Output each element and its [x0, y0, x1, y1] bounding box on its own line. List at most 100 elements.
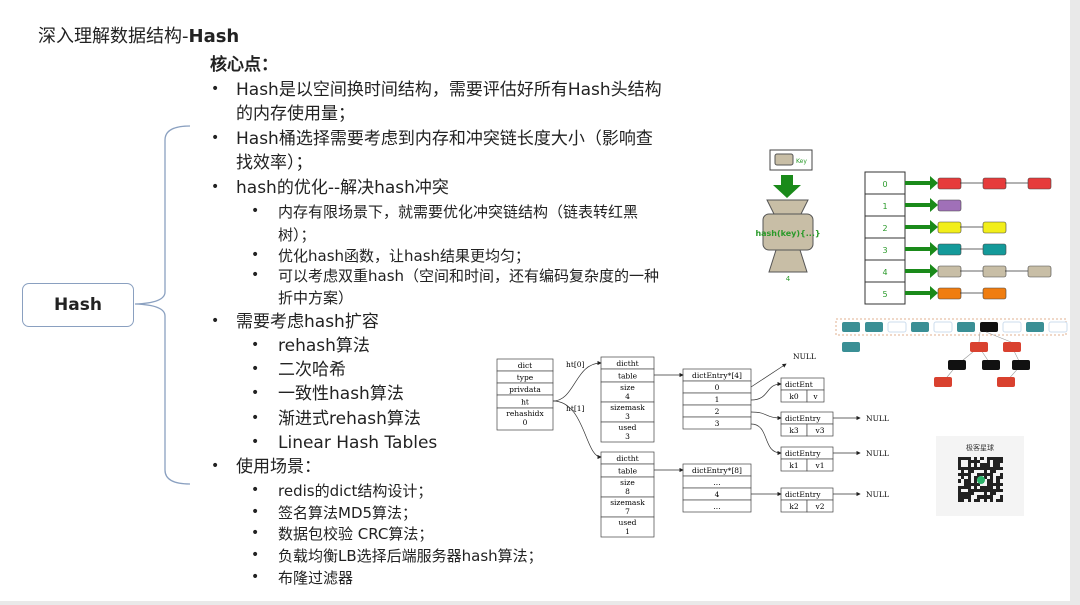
chain-node — [937, 243, 962, 256]
field-label: ... — [713, 478, 720, 487]
bucket-index: 1 — [882, 202, 887, 211]
qr-card: 极客星球 — [936, 436, 1024, 516]
root-node-hash: Hash — [22, 283, 134, 327]
bucket-node — [842, 322, 860, 332]
dict-entry-title: dictEntry — [785, 414, 821, 423]
bucket-node — [980, 322, 998, 332]
field-label: 0 — [715, 383, 720, 392]
chain-node — [937, 287, 962, 300]
dict-entry-title: dictEnt — [785, 380, 813, 389]
bucket-node — [887, 321, 907, 333]
field-label: dictht — [616, 359, 638, 368]
field-label: type — [517, 373, 534, 382]
field-label: table — [618, 372, 638, 381]
bullet-icon: • — [251, 361, 260, 377]
arrow-icon — [905, 264, 938, 278]
entry-value: v2 — [814, 502, 824, 511]
bullet-icon: • — [211, 458, 220, 474]
bullet-icon: • — [211, 313, 220, 329]
bucket-node — [933, 321, 953, 333]
bucket-index: 0 — [882, 180, 887, 189]
chain-node — [982, 221, 1007, 234]
title-prefix: 深入理解数据结构- — [38, 26, 189, 47]
field-label: sizemask — [610, 498, 645, 507]
field-label: ... — [713, 502, 720, 511]
bullet-text: Hash是以空间换时间结构，需要评估好所有Hash头结构 — [236, 80, 662, 100]
entry-key: k1 — [789, 461, 798, 470]
bullet-icon: • — [211, 81, 220, 97]
chain-node — [982, 177, 1007, 190]
key-label: Key — [796, 158, 807, 165]
null-label: NULL — [866, 490, 889, 499]
bucket-index: 2 — [882, 224, 887, 233]
qr-code — [946, 457, 1012, 503]
field-label: 1 — [625, 527, 630, 536]
bullet-text: 一致性hash算法 — [278, 384, 404, 404]
entry-value: v — [812, 392, 818, 401]
field-label: 3 — [715, 419, 720, 428]
bucket-node — [865, 322, 883, 332]
bucket-node — [911, 322, 929, 332]
tree-node — [970, 342, 988, 352]
bullet-text: 树）； — [278, 226, 316, 244]
field-label: dictht — [616, 454, 638, 463]
bullet-icon: • — [251, 337, 260, 353]
bullet-icon: • — [251, 525, 260, 541]
arrow-icon — [905, 242, 938, 256]
bullet-text: 签名算法MD5算法； — [278, 504, 418, 522]
bucket-node — [1048, 321, 1068, 333]
chain-node — [1027, 265, 1052, 278]
chain-node — [937, 265, 962, 278]
field-label: 7 — [625, 507, 630, 516]
tree-node — [982, 360, 1000, 370]
entry-key: k0 — [789, 392, 799, 401]
struct-field — [600, 421, 655, 443]
field-label: 4 — [625, 392, 630, 401]
bullet-icon: • — [251, 504, 260, 520]
bullet-text: Linear Hash Tables — [278, 433, 438, 453]
field-label: used — [619, 518, 637, 527]
field-label: dict — [518, 361, 532, 370]
field-label: sizemask — [610, 403, 645, 412]
bucket-index: 4 — [882, 268, 887, 277]
chain-node — [1027, 177, 1052, 190]
chain-node — [937, 221, 962, 234]
arrow-icon — [905, 286, 938, 300]
hash-function-label: hash(key){...} — [755, 229, 820, 238]
struct-field — [600, 516, 655, 538]
bucket-node — [1026, 322, 1044, 332]
tree-node — [934, 377, 952, 387]
heading: 核心点： — [210, 55, 278, 75]
field-label: ht — [521, 398, 529, 407]
field-label: table — [618, 467, 638, 476]
chain-node — [982, 287, 1007, 300]
struct-field — [496, 407, 554, 431]
bucket-node — [957, 322, 975, 332]
chain-node — [937, 177, 962, 190]
bullet-text: 负载均衡LB选择后端服务器hash算法； — [278, 547, 543, 565]
bullet-text: 布隆过滤器 — [278, 569, 354, 587]
bullet-text: 需要考虑hash扩容 — [236, 312, 379, 332]
field-label: 3 — [625, 412, 630, 421]
entry-value: v3 — [814, 426, 824, 435]
field-label: size — [620, 478, 635, 487]
field-label: size — [620, 383, 635, 392]
bullet-icon: • — [251, 385, 260, 401]
bullet-text: redis的dict结构设计； — [278, 482, 433, 500]
entry-key: k2 — [789, 502, 799, 511]
bullet-text: 可以考虑双重hash（空间和时间，还有编码复杂度的一种 — [278, 267, 660, 285]
tree-node — [1003, 342, 1021, 352]
entry-key: k3 — [789, 426, 799, 435]
down-arrow-icon — [773, 175, 801, 198]
bullet-text: 二次哈希 — [278, 360, 346, 380]
bullet-text: 使用场景： — [236, 457, 321, 477]
bullet-icon: • — [211, 130, 220, 146]
null-label: NULL — [866, 449, 889, 458]
bullet-icon: • — [251, 569, 260, 585]
null-label: NULL — [793, 352, 816, 361]
bullet-icon: • — [251, 267, 260, 283]
ht0-label: ht[0] — [566, 360, 585, 369]
bucket-node — [1002, 321, 1022, 333]
